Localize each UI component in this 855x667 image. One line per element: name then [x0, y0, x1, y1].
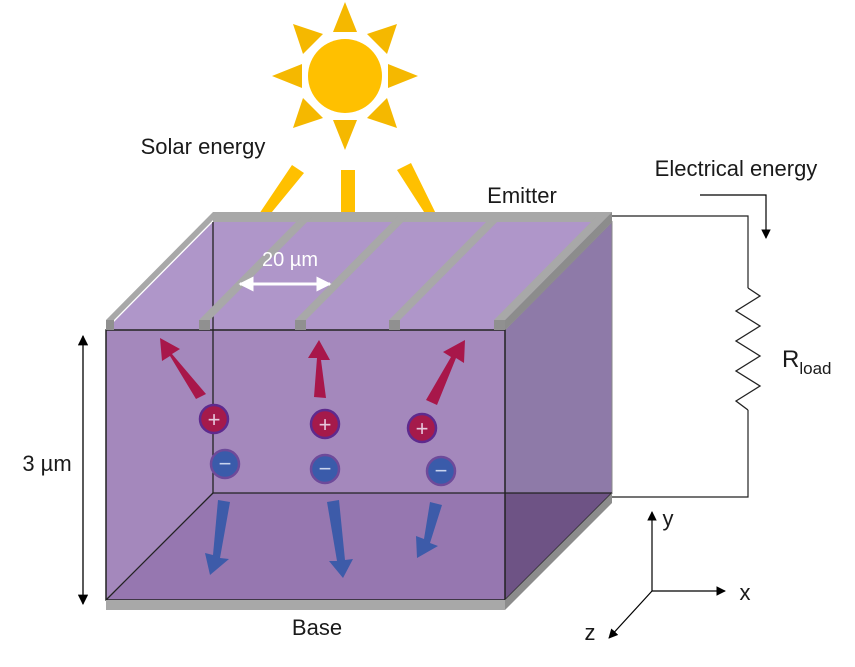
resistor-label-sub: load: [799, 359, 831, 378]
svg-text:+: +: [319, 412, 332, 437]
hole: +: [309, 408, 341, 440]
y-axis-label: y: [663, 506, 674, 531]
electron-arrow: [205, 500, 230, 575]
base-contact: [106, 493, 612, 610]
emitter-right-bar: [505, 212, 612, 330]
electron: −: [209, 448, 241, 480]
hole-arrow: [426, 340, 465, 405]
emitter-finger: [389, 212, 507, 330]
sun-icon: [272, 2, 418, 150]
emitter-contacts: [106, 212, 612, 330]
hole: +: [406, 412, 438, 444]
svg-text:−: −: [435, 458, 448, 483]
z-axis-label: z: [585, 620, 596, 645]
svg-text:+: +: [208, 407, 221, 432]
electron: −: [425, 455, 457, 487]
coordinate-axes: [608, 511, 726, 639]
electron-arrow: [416, 502, 442, 558]
solar-energy-label: Solar energy: [141, 134, 266, 159]
emitter-label: Emitter: [487, 183, 557, 208]
emitter-finger: [494, 212, 612, 330]
cell-top-face: [106, 222, 612, 330]
svg-text:−: −: [219, 451, 232, 476]
electron: −: [309, 453, 341, 485]
base-label: Base: [292, 615, 342, 640]
external-circuit: [612, 215, 762, 498]
resistor-label-main: R: [782, 346, 799, 373]
z-axis: [608, 590, 653, 639]
electron-arrows: [205, 500, 442, 578]
hole-arrow: [160, 338, 206, 399]
sun-disc: [308, 39, 382, 113]
hole: +: [198, 403, 230, 435]
emitter-finger: [295, 212, 413, 330]
svg-text:+: +: [416, 416, 429, 441]
svg-text:−: −: [319, 456, 332, 481]
resistor-label: Rload: [782, 346, 831, 378]
solar-arrow-center: [333, 170, 363, 243]
electron-arrow: [327, 500, 353, 578]
circuit-wire-bottom: [612, 410, 749, 498]
x-axis-label: x: [740, 580, 751, 605]
emitter-back-bar: [213, 212, 612, 222]
hole-arrow: [308, 340, 330, 398]
emitter-finger: [106, 212, 221, 330]
thickness-label: 3 µm: [22, 451, 71, 476]
circuit-wire-top: [612, 215, 749, 288]
emitter-finger: [199, 212, 317, 330]
sun-rays: [272, 2, 418, 150]
electrical-energy-label: Electrical energy: [655, 156, 818, 181]
resistor-icon: [734, 287, 762, 411]
electrical-energy-arrow: [700, 194, 771, 239]
hole-arrows: [160, 338, 465, 405]
finger-spacing-label: 20 µm: [262, 249, 318, 271]
